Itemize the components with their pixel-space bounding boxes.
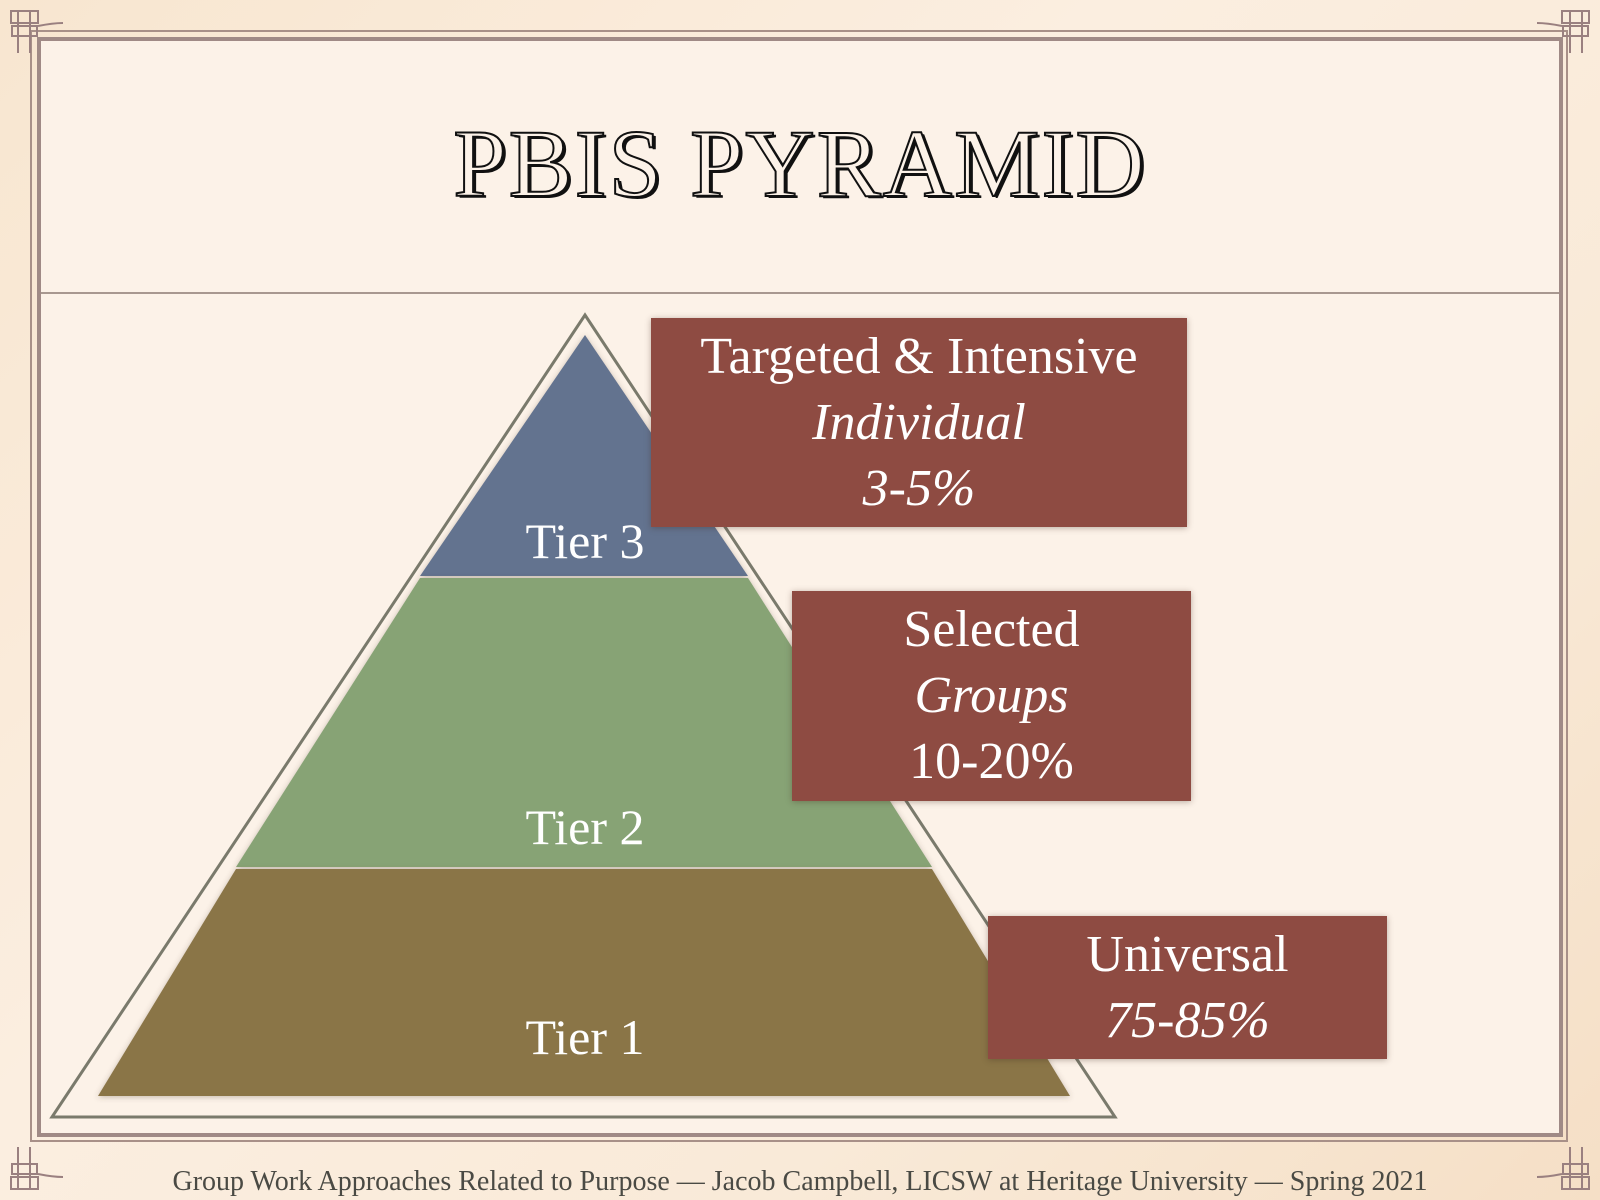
callout-tier-1-percentage: 75-85%	[1105, 991, 1270, 1049]
slide-footer: Group Work Approaches Related to Purpose…	[172, 1166, 1428, 1197]
callout-tier-3-percentage: 3-5%	[862, 459, 976, 517]
callout-tier-3: Targeted & Intensive Individual 3-5%	[651, 318, 1187, 527]
tier-1-label: Tier 1	[525, 1009, 645, 1065]
tier-3-label: Tier 3	[525, 513, 645, 569]
slide-frame-outer	[30, 30, 1568, 1142]
callout-tier-3-subtitle: Individual	[812, 393, 1026, 451]
callout-tier-2-subtitle: Groups	[914, 667, 1069, 724]
title-divider	[41, 292, 1559, 294]
corner-ornament-icon	[1536, 1147, 1590, 1190]
callout-tier-2: Selected Groups 10-20%	[792, 591, 1191, 801]
corner-ornament-icon	[10, 1147, 64, 1190]
callout-tier-2-percentage: 10-20%	[909, 733, 1074, 790]
tier-2-label: Tier 2	[525, 799, 645, 855]
slide-title: PBIS PYRAMID	[452, 109, 1147, 218]
tier-2-segment	[236, 578, 932, 867]
corner-ornament-icon	[1536, 10, 1590, 53]
tier-1-segment	[98, 869, 1070, 1096]
callout-tier-2-title: Selected	[903, 601, 1080, 658]
callout-tier-3-title: Targeted & Intensive	[700, 327, 1138, 385]
callout-tier-1: Universal 75-85%	[988, 916, 1387, 1059]
corner-ornament-icon	[10, 10, 64, 53]
callout-tier-1-title: Universal	[1086, 925, 1289, 983]
